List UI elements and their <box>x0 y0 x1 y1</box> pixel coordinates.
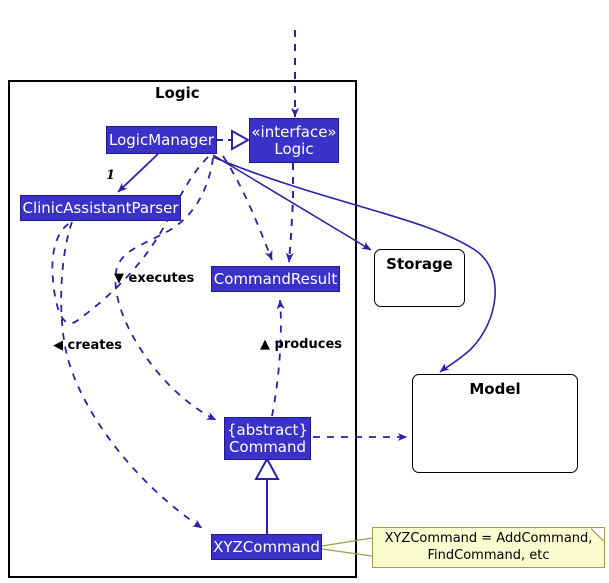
class-command[interactable]: {abstract} Command <box>224 417 311 460</box>
note-xyzcommand-legend: XYZCommand = AddCommand, FindCommand, et… <box>372 527 605 568</box>
class-logic-manager-label: LogicManager <box>109 130 214 149</box>
note-line-2: FindCommand, etc <box>427 547 550 563</box>
component-model-label: Model <box>469 380 521 398</box>
component-storage-label: Storage <box>386 255 453 273</box>
class-xyz-command-label: XYZCommand <box>213 537 320 556</box>
class-logic-interface-label: Logic <box>274 139 314 158</box>
note-line-1: XYZCommand = AddCommand, <box>384 531 593 547</box>
edge-label-creates: ◀ creates <box>53 338 122 353</box>
class-logic-manager[interactable]: LogicManager <box>106 126 217 154</box>
multiplicity-label-one: 1 <box>106 168 116 183</box>
class-clinic-assistant-parser[interactable]: ClinicAssistantParser <box>20 195 181 221</box>
note-fold-corner-icon <box>591 528 604 541</box>
class-xyz-command[interactable]: XYZCommand <box>211 534 322 560</box>
class-command-result-label: CommandResult <box>213 269 338 288</box>
edge-label-executes: ▼ executes <box>114 271 195 286</box>
class-command-result[interactable]: CommandResult <box>211 266 340 292</box>
edge-label-produces: ▲ produces <box>260 337 342 352</box>
class-command-stereotype: {abstract} <box>227 420 308 439</box>
class-logic-interface[interactable]: «interface» Logic <box>249 118 339 163</box>
component-storage[interactable]: Storage <box>374 249 465 307</box>
class-logic-interface-stereotype: «interface» <box>251 122 337 141</box>
class-clinic-assistant-parser-label: ClinicAssistantParser <box>22 198 179 217</box>
component-model[interactable]: Model <box>412 374 578 473</box>
class-command-label: Command <box>228 437 307 456</box>
package-title-logic: Logic <box>155 84 200 102</box>
